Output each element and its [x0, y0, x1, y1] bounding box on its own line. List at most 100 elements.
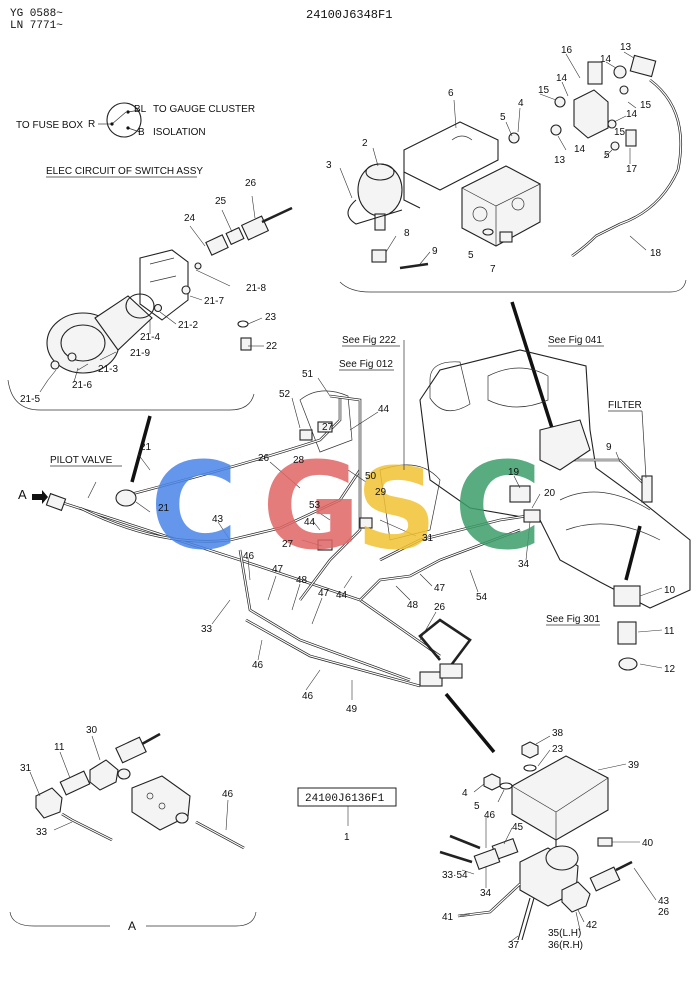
detail-b-callouts: 38 23 39 4 5 46 45 40 33·54 34 43 26 41 … [442, 728, 670, 951]
pointer-arrow-topright [510, 301, 554, 429]
callout: 22 [266, 341, 278, 352]
valve-bracket-assembly [339, 51, 687, 293]
sub-drawing-number: 24100J6136F1 [305, 793, 385, 805]
callout: 44 [378, 404, 390, 415]
terminal-r-label: R [88, 119, 95, 130]
callout: 21 [158, 503, 170, 514]
callout: 6 [448, 88, 454, 99]
sub-drawing-item: 1 [344, 832, 350, 843]
callout: 34 [518, 559, 530, 570]
callout: 18 [650, 248, 662, 259]
callout: 13 [620, 42, 632, 53]
callout: 21-4 [140, 332, 160, 343]
callout: 44 [304, 517, 316, 528]
switch-symbol [106, 102, 142, 138]
callout: 23 [552, 744, 564, 755]
callout: 54 [476, 592, 488, 603]
callout: 33 [201, 624, 213, 635]
callout: 43 [212, 514, 224, 525]
callout: 25 [215, 196, 227, 207]
callout: 5 [500, 112, 506, 123]
callout: 21-9 [130, 348, 150, 359]
callout: 38 [552, 728, 564, 739]
callout: 49 [346, 704, 358, 715]
callout: 43 [658, 896, 670, 907]
see-fig-301-label: See Fig 301 [546, 614, 600, 625]
serial-line-2: LN 7771~ [10, 20, 63, 32]
callout: 17 [626, 164, 638, 175]
callout: 5 [604, 150, 610, 161]
callout: 20 [544, 488, 556, 499]
callout: 9 [432, 246, 438, 257]
callout: 51 [302, 369, 314, 380]
callout: 46 [302, 691, 314, 702]
callout: 46 [222, 789, 234, 800]
switch-circuit-diagram: TO FUSE BOX R BL TO GAUGE CLUSTER B ISOL… [16, 102, 255, 178]
callout: 2 [362, 138, 368, 149]
callout: 5 [474, 801, 480, 812]
callout: 21-7 [204, 296, 224, 307]
terminal-b-label: B [138, 127, 145, 138]
callout: 11 [664, 626, 675, 637]
callout: 14 [626, 109, 638, 120]
callout: 24 [184, 213, 196, 224]
callout: 47 [318, 588, 330, 599]
callout: 9 [606, 442, 612, 453]
callout: 11 [54, 742, 65, 753]
watermark-letter: G [262, 438, 361, 577]
callout: 21-5 [20, 394, 40, 405]
callout: 37 [508, 940, 520, 951]
callout: 33 [36, 827, 48, 838]
to-gauge-cluster-label: TO GAUGE CLUSTER [153, 104, 255, 115]
detail-a-view: A [9, 732, 257, 933]
main-reference-labels: See Fig 222 See Fig 012 See Fig 041 FILT… [18, 335, 647, 626]
callout: 34 [480, 888, 492, 899]
terminal-bl-label: BL [134, 104, 147, 115]
callout: 13 [554, 155, 566, 166]
callout: 31 [422, 533, 434, 544]
see-fig-041-label: See Fig 041 [548, 335, 602, 346]
pointer-arrow-switch [130, 415, 152, 483]
callout: 44 [336, 590, 348, 601]
pilot-valve-label: PILOT VALVE [50, 455, 113, 466]
watermark: C G S C [150, 438, 542, 577]
callout: 35(L.H) [548, 928, 581, 939]
callout: 33·54 [442, 870, 468, 881]
callout: 47 [272, 564, 284, 575]
pointer-arrow-detail-b [444, 692, 496, 754]
valve-bracket-callouts: 16 14 13 14 15 4 15 5 6 14 15 13 14 5 17… [326, 42, 662, 275]
callout: 27 [322, 422, 334, 433]
callout: 26 [658, 907, 670, 918]
callout: 21-3 [98, 364, 118, 375]
callout: 45 [512, 822, 524, 833]
view-a-bottom-label: A [128, 919, 136, 933]
drawing-number: 24100J6348F1 [306, 8, 392, 22]
watermark-letter: S [356, 445, 437, 575]
callout: 41 [442, 912, 454, 923]
callout: 40 [642, 838, 654, 849]
callout: 50 [365, 471, 377, 482]
callout: 21 [140, 442, 152, 453]
callout: 19 [508, 467, 520, 478]
callout: 52 [279, 389, 291, 400]
to-fuse-box-label: TO FUSE BOX [16, 120, 83, 131]
callout: 39 [628, 760, 640, 771]
callout: 15 [614, 127, 626, 138]
hose-routing [45, 377, 663, 700]
main-callouts: 51 52 27 44 28 26 50 29 53 44 27 31 21 2… [140, 369, 676, 715]
callout: 14 [556, 73, 568, 84]
circuit-title: ELEC CIRCUIT OF SWITCH ASSY [46, 166, 203, 177]
callout: 48 [407, 600, 419, 611]
callout: 8 [404, 228, 410, 239]
callout: 42 [586, 920, 598, 931]
view-a-arrow-icon [32, 490, 48, 504]
see-fig-012-label: See Fig 012 [339, 359, 393, 370]
filter-label: FILTER [608, 400, 642, 411]
see-fig-222-label: See Fig 222 [342, 335, 396, 346]
callout: 26 [258, 453, 270, 464]
callout: 7 [490, 264, 496, 275]
callout: 21-6 [72, 380, 92, 391]
callout: 31 [20, 763, 32, 774]
switch-assy-callouts: 26 25 24 21-8 21-7 21-2 21-4 23 21-9 21-… [20, 178, 278, 405]
callout: 23 [265, 312, 277, 323]
